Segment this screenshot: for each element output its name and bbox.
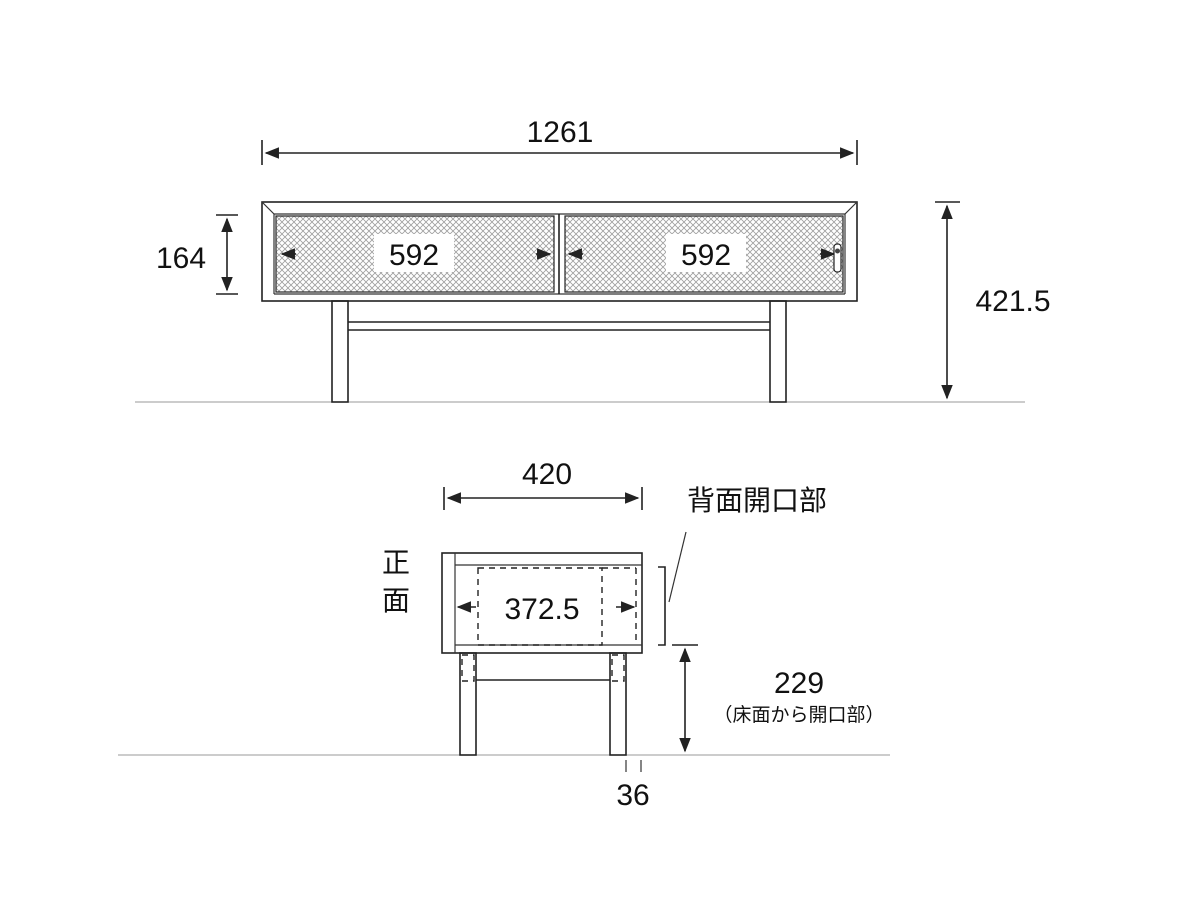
depth-label: 420 (522, 458, 572, 491)
front-leg-left (331, 300, 349, 403)
side-leg-front (459, 652, 477, 756)
rear-opening-bracket (658, 566, 666, 646)
left-door-label-bg (374, 234, 454, 272)
side-leg-back (609, 652, 627, 756)
front-leg-right (769, 300, 787, 403)
right-door-label-bg (666, 234, 746, 272)
right-door-width-label: 592 (681, 239, 731, 272)
rear-opening-leader (668, 531, 687, 603)
overall-height-label: 421.5 (975, 285, 1050, 318)
cabinet-outer (261, 201, 858, 302)
opening-height-note: （床面から開口部） (713, 704, 884, 726)
front-label-2: 面 (382, 584, 410, 617)
leg-width-label: 36 (616, 779, 649, 812)
opening-height-label: 229 (774, 667, 824, 700)
door-handle (833, 243, 842, 273)
front-label-1: 正 (382, 546, 410, 579)
opening-label-bg (493, 589, 589, 625)
front-view: 1261 592 592 164 (135, 116, 1051, 403)
side-view: 420 背面開口部 正 面 372.5 229 （床面から開口部） (118, 458, 890, 812)
chamfer-right (844, 201, 858, 215)
overall-width-label: 1261 (527, 116, 594, 149)
side-leg-back-joint (611, 654, 625, 682)
chamfer-left (261, 201, 275, 215)
rear-opening-label: 背面開口部 (687, 484, 827, 517)
left-door-width-label: 592 (389, 239, 439, 272)
side-cabinet-outer (441, 552, 643, 654)
rear-opening-outline (477, 567, 603, 646)
side-leg-front-joint (461, 654, 475, 682)
opening-width-label: 372.5 (504, 593, 579, 626)
drawer-height-label: 164 (156, 242, 206, 275)
